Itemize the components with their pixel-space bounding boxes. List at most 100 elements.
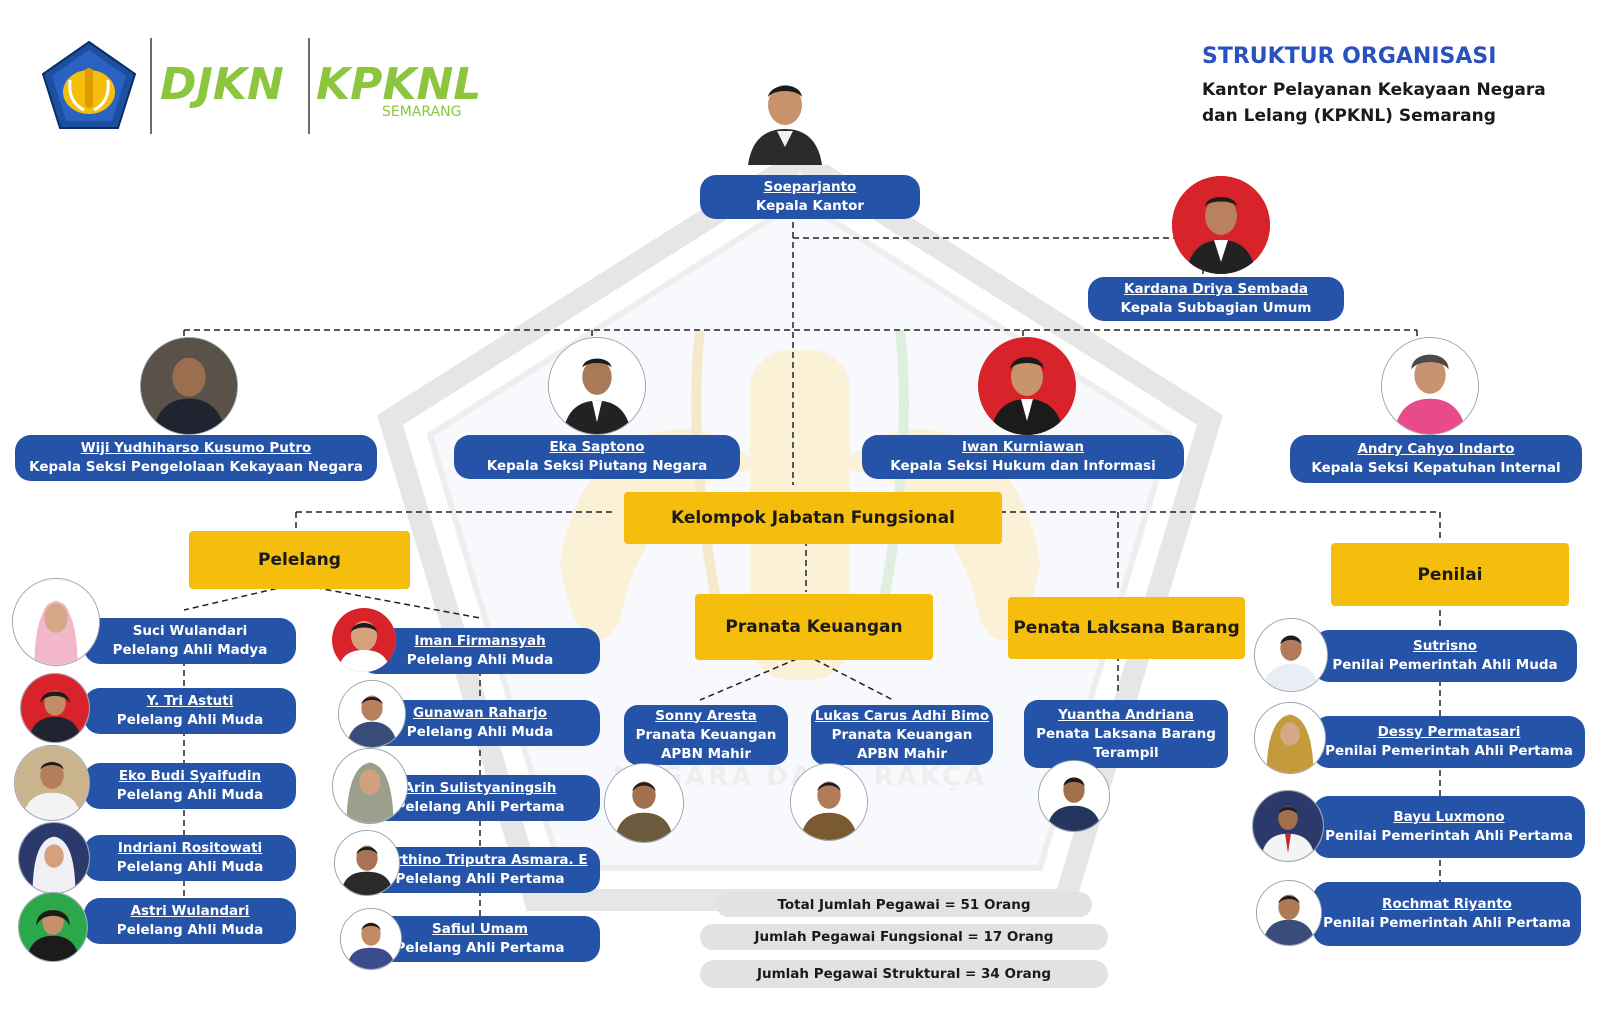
staff-role-2: APBN Mahir xyxy=(856,745,948,762)
avatar-penilai-2 xyxy=(1254,702,1326,774)
avatar-pranata-2 xyxy=(790,763,868,841)
pelelang-left-card-1: Suci Wulandari Pelelang Ahli Madya xyxy=(84,618,296,664)
staff-name[interactable]: Yuantha Andriana xyxy=(1058,706,1194,723)
seksi-role: Kepala Seksi Piutang Negara xyxy=(486,458,708,474)
penilai-card-1: Sutrisno Penilai Pemerintah Ahli Muda xyxy=(1313,630,1577,682)
staff-role: Penilai Pemerintah Ahli Pertama xyxy=(1325,743,1573,759)
staff-role-2: Terampil xyxy=(1093,744,1159,761)
staff-name[interactable]: Marthino Triputra Asmara. E xyxy=(372,852,588,868)
avatar-head xyxy=(744,75,826,165)
logo-djkn: DJKN xyxy=(160,59,284,110)
staff-name[interactable]: Indriani Rositowati xyxy=(117,840,263,856)
avatar-penilai-1 xyxy=(1254,618,1328,692)
avatar-pelelang-right-3 xyxy=(332,748,408,824)
staff-role: Penilai Pemerintah Ahli Muda xyxy=(1332,657,1558,673)
subbag-role: Kepala Subbagian Umum xyxy=(1120,300,1312,316)
group-pranata: Pranata Keuangan xyxy=(695,594,933,660)
pelelang-right-card-4: Marthino Triputra Asmara. E Pelelang Ahl… xyxy=(360,847,600,893)
avatar-seksi-kepatuhan xyxy=(1381,337,1479,435)
staff-role: Pranata Keuangan xyxy=(635,726,777,743)
staff-role: Pelelang Ahli Muda xyxy=(116,787,264,803)
head-role: Kepala Kantor xyxy=(755,198,865,214)
staff-name[interactable]: Arin Sulistyaningsih xyxy=(403,780,557,796)
seksi-name[interactable]: Andry Cahyo Indarto xyxy=(1357,441,1515,457)
seksi-name[interactable]: Iwan Kurniawan xyxy=(962,439,1084,455)
avatar-pelelang-right-1 xyxy=(332,608,396,672)
staff-role: Penilai Pemerintah Ahli Pertama xyxy=(1323,915,1571,931)
avatar-pranata-1 xyxy=(604,763,684,843)
pelelang-right-card-1: Iman Firmansyah Pelelang Ahli Muda xyxy=(360,628,600,674)
seksi-card-piutang: Eka Saptono Kepala Seksi Piutang Negara xyxy=(454,435,740,479)
staff-role: Pelelang Ahli Muda xyxy=(406,652,554,668)
pelelang-left-card-2: Y. Tri Astuti Pelelang Ahli Muda xyxy=(84,688,296,734)
staff-role: Pelelang Ahli Madya xyxy=(112,642,268,658)
group-penata: Penata Laksana Barang xyxy=(1008,597,1245,659)
staff-name[interactable]: Suci Wulandari xyxy=(132,623,248,639)
pranata-card-1: Sonny Aresta Pranata Keuangan APBN Mahir xyxy=(624,705,788,765)
page-subtitle-line2: dan Lelang (KPKNL) Semarang xyxy=(1202,106,1496,126)
avatar-penata-1 xyxy=(1038,760,1110,832)
group-penilai: Penilai xyxy=(1331,543,1569,606)
staff-name[interactable]: Rochmat Riyanto xyxy=(1382,896,1512,912)
avatar-pelelang-right-5 xyxy=(340,908,402,970)
pelelang-left-card-3: Eko Budi Syaifudin Pelelang Ahli Muda xyxy=(84,763,296,809)
avatar-pelelang-left-2 xyxy=(20,673,90,743)
penilai-card-2: Dessy Permatasari Penilai Pemerintah Ahl… xyxy=(1313,716,1585,768)
seksi-name[interactable]: Wiji Yudhiharso Kusumo Putro xyxy=(80,440,312,456)
penata-card-1: Yuantha Andriana Penata Laksana Barang T… xyxy=(1024,700,1228,768)
kemenkeu-emblem-icon xyxy=(41,40,137,129)
staff-name[interactable]: Astri Wulandari xyxy=(130,903,250,919)
staff-role: Pelelang Ahli Muda xyxy=(116,712,264,728)
avatar-pelelang-left-3 xyxy=(14,745,90,821)
pelelang-right-card-3: Arin Sulistyaningsih Pelelang Ahli Perta… xyxy=(360,775,600,821)
avatar-seksi-pkn xyxy=(140,337,238,435)
staff-name[interactable]: Sonny Aresta xyxy=(655,707,757,724)
seksi-role: Kepala Seksi Kepatuhan Internal xyxy=(1311,460,1561,476)
logo-semarang: SEMARANG xyxy=(382,104,462,120)
seksi-card-pkn: Wiji Yudhiharso Kusumo Putro Kepala Seks… xyxy=(15,435,377,481)
avatar-pelelang-left-5 xyxy=(18,892,88,962)
pelelang-left-card-5: Astri Wulandari Pelelang Ahli Muda xyxy=(84,898,296,944)
staff-name[interactable]: Y. Tri Astuti xyxy=(146,693,234,709)
staff-role: Pelelang Ahli Muda xyxy=(116,922,264,938)
subbag-name[interactable]: Kardana Driya Sembada xyxy=(1123,281,1309,297)
seksi-role: Kepala Seksi Hukum dan Informasi xyxy=(890,458,1156,474)
staff-name[interactable]: Safiul Umam xyxy=(432,921,528,937)
pranata-card-2: Lukas Carus Adhi Bimo Pranata Keuangan A… xyxy=(811,705,993,765)
logo-kpknl: KPKNL xyxy=(316,59,482,110)
staff-role: Pelelang Ahli Pertama xyxy=(395,799,565,815)
total-fungsional: Jumlah Pegawai Fungsional = 17 Orang xyxy=(700,924,1108,950)
penilai-card-3: Bayu Luxmono Penilai Pemerintah Ahli Per… xyxy=(1313,796,1585,858)
staff-name[interactable]: Eko Budi Syaifudin xyxy=(118,768,262,784)
staff-name[interactable]: Dessy Permatasari xyxy=(1377,724,1521,740)
total-struktural: Jumlah Pegawai Struktural = 34 Orang xyxy=(700,960,1108,988)
staff-name[interactable]: Gunawan Raharjo xyxy=(412,705,548,721)
staff-role: Pelelang Ahli Muda xyxy=(406,724,554,740)
seksi-card-kepatuhan: Andry Cahyo Indarto Kepala Seksi Kepatuh… xyxy=(1290,435,1582,483)
staff-name[interactable]: Iman Firmansyah xyxy=(414,633,546,649)
avatar-penilai-4 xyxy=(1256,880,1322,946)
staff-name[interactable]: Bayu Luxmono xyxy=(1393,809,1505,825)
staff-role-2: APBN Mahir xyxy=(660,745,752,762)
staff-name[interactable]: Sutrisno xyxy=(1413,638,1477,654)
seksi-role: Kepala Seksi Pengelolaan Kekayaan Negara xyxy=(29,459,363,475)
avatar-pelelang-left-4 xyxy=(18,822,90,894)
seksi-name[interactable]: Eka Saptono xyxy=(549,439,645,455)
pelelang-right-card-2: Gunawan Raharjo Pelelang Ahli Muda xyxy=(360,700,600,746)
group-kjf: Kelompok Jabatan Fungsional xyxy=(624,492,1002,544)
staff-role: Penilai Pemerintah Ahli Pertama xyxy=(1325,828,1573,844)
head-card: Soeparjanto Kepala Kantor xyxy=(700,175,920,219)
avatar-pelelang-left-1 xyxy=(12,578,100,666)
avatar-seksi-hukum xyxy=(978,337,1076,435)
avatar-pelelang-right-2 xyxy=(338,680,406,748)
logo-divider-1 xyxy=(150,38,152,134)
page-subtitle-line1: Kantor Pelayanan Kekayaan Negara xyxy=(1202,80,1546,100)
penilai-card-4: Rochmat Riyanto Penilai Pemerintah Ahli … xyxy=(1313,882,1581,946)
staff-role: Pelelang Ahli Muda xyxy=(116,859,264,875)
head-name[interactable]: Soeparjanto xyxy=(763,179,857,195)
avatar-seksi-piutang xyxy=(548,337,646,435)
staff-role: Pranata Keuangan xyxy=(831,726,973,743)
logo-divider-2 xyxy=(308,38,310,134)
group-pelelang: Pelelang xyxy=(189,531,410,589)
staff-name[interactable]: Lukas Carus Adhi Bimo xyxy=(814,707,990,724)
